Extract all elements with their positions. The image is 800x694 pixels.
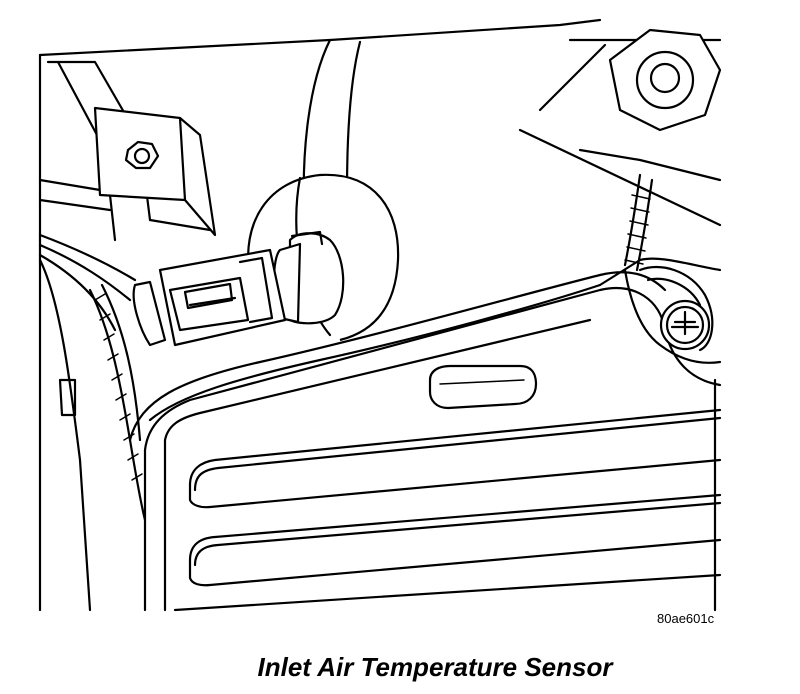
figure-caption: Inlet Air Temperature Sensor [257,652,613,682]
wiring-harness [38,173,654,522]
top-right-nut-icon [608,28,722,132]
left-bolt-icon [124,140,160,170]
figure-code: 80ae601c [657,611,715,626]
clamp-screw-icon [659,299,711,351]
air-cleaner-housing [128,257,722,612]
sensor-connector [132,248,287,347]
hose-clamp [623,266,722,364]
